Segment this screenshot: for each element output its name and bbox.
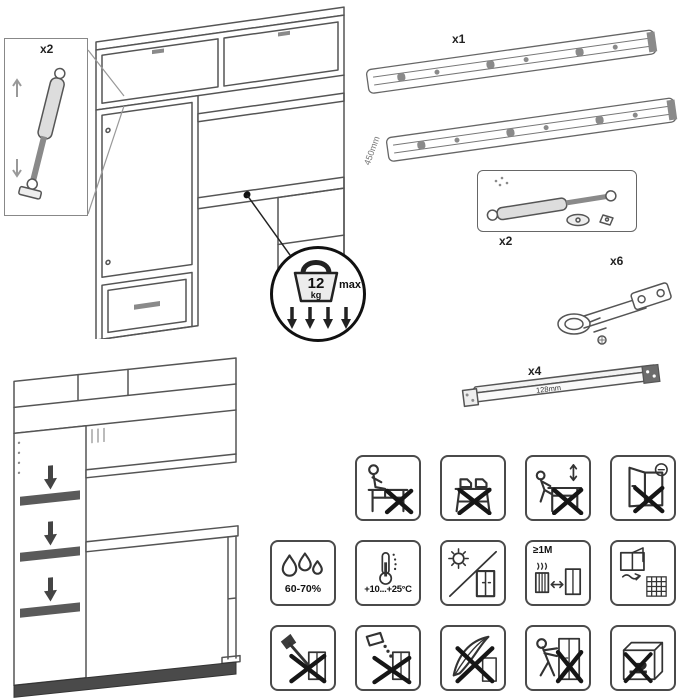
weight-icon — [287, 260, 351, 329]
anvil-in-cabinet-icon — [622, 641, 664, 684]
thermometer-icon — [379, 551, 397, 585]
humidity-range-label: 60-70% — [284, 583, 322, 596]
pictogram-no-heavy-objects — [610, 625, 676, 691]
gas-strut-icon — [486, 176, 617, 227]
bar-qty-label: x4 — [528, 364, 542, 378]
max-load-badge: 12 kg max — [270, 246, 366, 342]
pictogram-ventilation — [610, 540, 676, 606]
pictogram-humidity: 60-70% — [270, 540, 336, 606]
pictogram-no-hanging-on-doors — [610, 455, 676, 521]
spilling-container-icon — [365, 631, 412, 685]
drawer-slides-icon — [365, 29, 678, 162]
pictogram-no-climbing — [525, 455, 591, 521]
gas-strut-part-box — [477, 170, 637, 232]
inset-qty-label: x2 — [40, 42, 54, 56]
water-drops-icon — [281, 552, 323, 577]
temperature-range-label: +10...+25°C — [364, 583, 412, 595]
axe-icon — [280, 633, 327, 684]
max-load-value: 12 — [307, 275, 325, 292]
slides-qty-label: x1 — [452, 32, 466, 46]
strut-qty-label: x2 — [499, 234, 513, 248]
heat-distance-label: ≥1M — [533, 545, 553, 556]
rail-bar-icon: 128mm — [461, 363, 661, 408]
pictogram-no-liquids — [355, 625, 421, 691]
pictogram-temperature: +10...+25°C — [355, 540, 421, 606]
max-load-unit: kg — [310, 290, 322, 300]
desk-shelf-insertion-illustration — [13, 357, 241, 698]
hinge-qty-label: x6 — [610, 254, 624, 268]
pictogram-no-sitting — [355, 455, 421, 521]
pictogram-no-sharp-tools — [270, 625, 336, 691]
feather-icon — [452, 635, 497, 684]
gas-strut-detail-icon — [12, 67, 66, 200]
pictogram-no-abrasives — [440, 625, 506, 691]
down-arrows-icon — [287, 307, 351, 329]
pictogram-heat-distance: ≥1M — [525, 540, 591, 606]
no-standing-icon — [454, 478, 492, 515]
bar-length-label: 128mm — [536, 383, 562, 395]
max-load-max-label: max — [338, 279, 361, 291]
no-sitting-icon — [367, 464, 414, 515]
hinge-icon — [557, 282, 672, 345]
pictogram-no-standing — [440, 455, 506, 521]
person-pushing-cabinet-icon — [536, 637, 584, 684]
window-vent-icon — [619, 547, 667, 597]
strut-detail-inset — [4, 38, 88, 216]
pictogram-avoid-sunlight — [440, 540, 506, 606]
shelf-insert-arrows-icon — [44, 465, 57, 602]
no-hanging-on-doors-icon — [628, 463, 668, 514]
no-climbing-icon — [535, 463, 584, 515]
sun-shade-icon — [448, 548, 498, 598]
pictogram-no-pushing — [525, 625, 591, 691]
radiator-distance-icon — [534, 562, 582, 596]
